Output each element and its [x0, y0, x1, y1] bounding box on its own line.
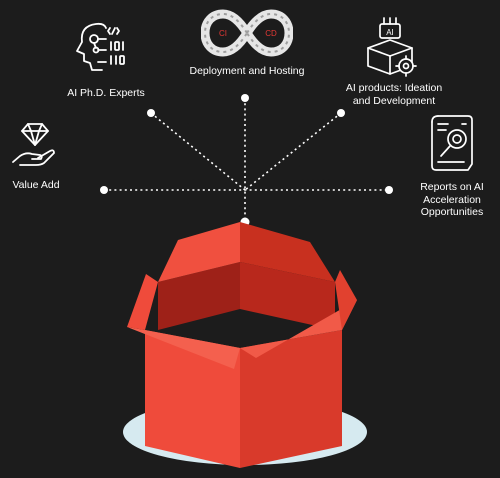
connector-left-diagonal [150, 112, 246, 191]
connector-right-diagonal [244, 112, 342, 191]
ci-text: CI [219, 29, 227, 38]
node-label-value-add: Value Add [12, 179, 60, 191]
ci-cd-infinity-icon: CI CD [201, 9, 293, 57]
connector-dot-right [385, 186, 393, 194]
ai-head-icon [76, 22, 125, 71]
node-label-phd-experts: AI Ph.D. Experts [67, 87, 145, 99]
ai-box-text: AI [386, 28, 394, 37]
node-label-reports: Reports on AI Acceleration Opportunities [420, 181, 484, 218]
connector-dot-top-left [147, 109, 155, 117]
report-magnifier-icon [431, 115, 473, 171]
ai-box-gear-icon: AI [367, 17, 417, 77]
connector-dot-top-right [337, 109, 345, 117]
cd-text: CD [265, 29, 277, 38]
hand-diamond-icon [12, 123, 55, 166]
connector-dot-top [241, 94, 249, 102]
node-label-ai-products: AI products: Ideation and Development [345, 82, 443, 107]
open-box-icon [123, 222, 367, 468]
connector-dot-left [100, 186, 108, 194]
node-label-deployment: Deployment and Hosting [189, 65, 305, 77]
